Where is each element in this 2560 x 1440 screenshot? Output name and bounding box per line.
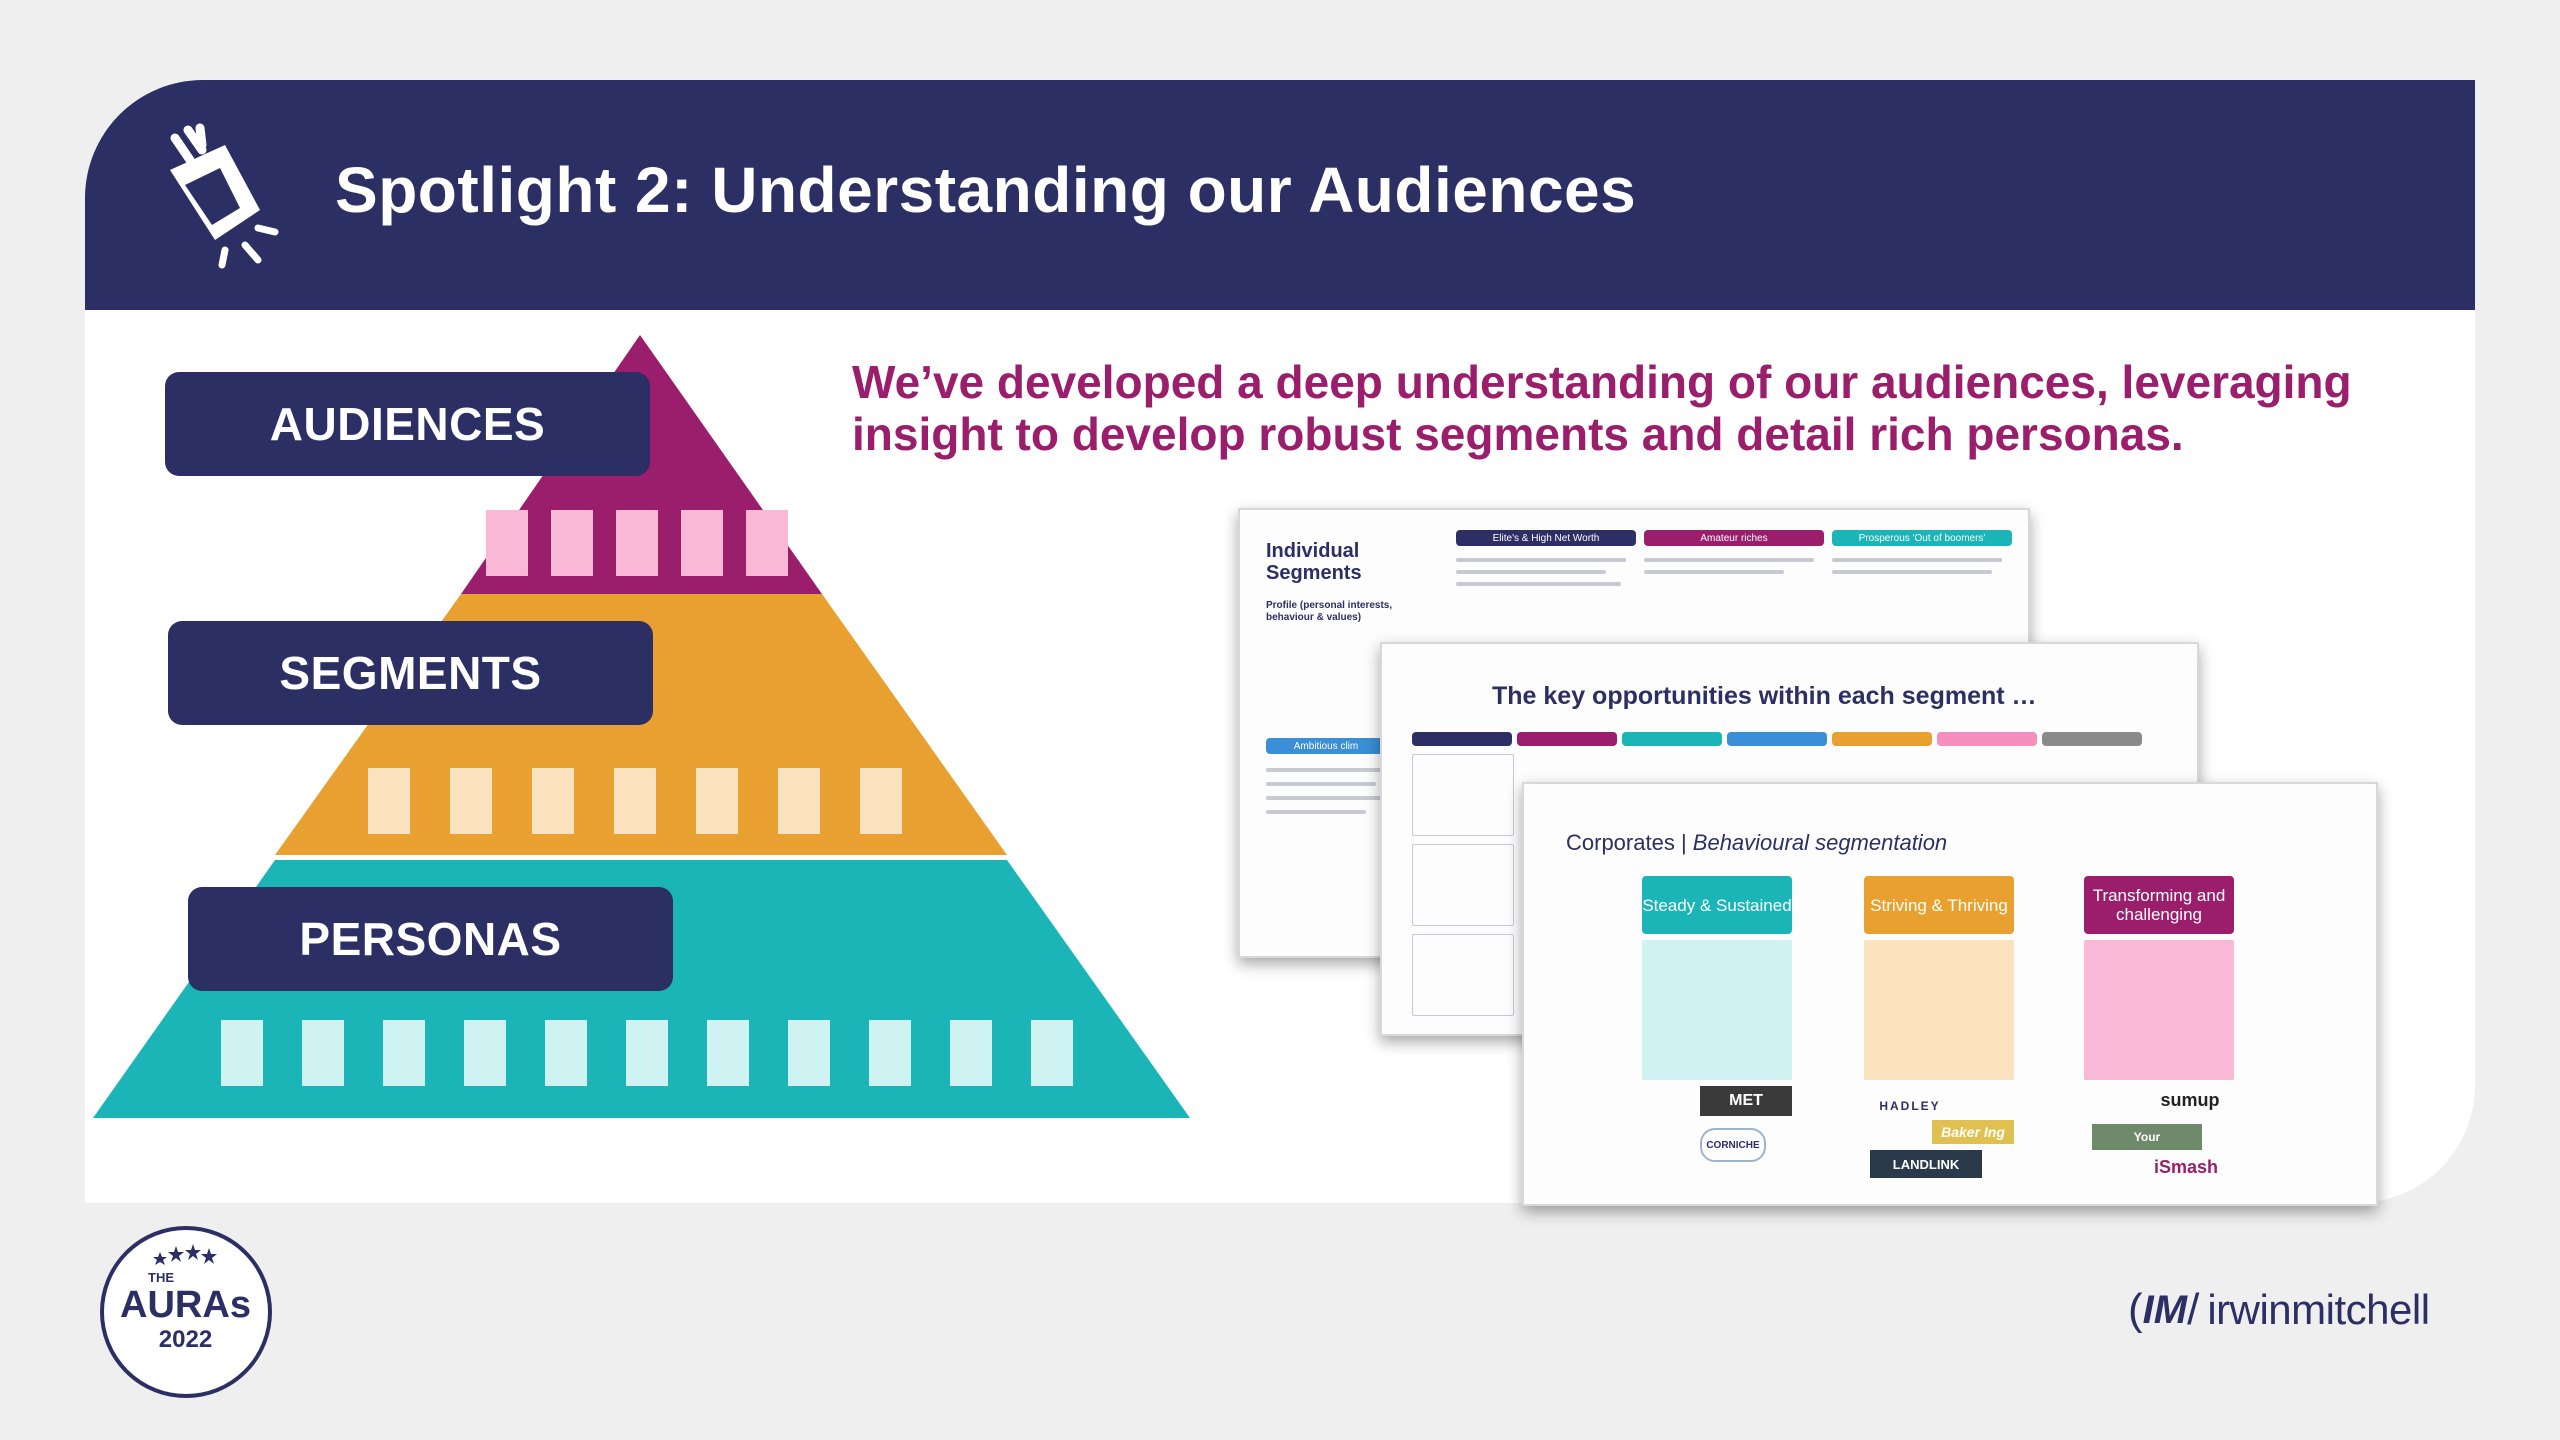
- tier-label-segments: SEGMENTS: [168, 621, 653, 725]
- segment-block: [532, 768, 574, 834]
- persona-block: [626, 1020, 668, 1086]
- segment-striving-thriving: Striving & Thriving: [1864, 876, 2014, 934]
- persona-block: [869, 1020, 911, 1086]
- spotlight-icon: [170, 123, 279, 269]
- side-header-ambitious: Ambitious clim: [1266, 738, 1386, 754]
- segment-steady-sustained: Steady & Sustained: [1642, 876, 1792, 934]
- persona-block: [1031, 1020, 1073, 1086]
- segment-transforming: Transforming and challenging: [2084, 876, 2234, 934]
- badge-name: AURAs: [120, 1284, 251, 1326]
- audience-block: [746, 510, 788, 576]
- logo-met: MET: [1700, 1086, 1792, 1116]
- col-header-prosperous: Prosperous 'Out of boomers': [1832, 530, 2012, 546]
- persona-block: [464, 1020, 506, 1086]
- im-mark: IM: [2142, 1287, 2188, 1332]
- logo-your: Your: [2092, 1124, 2202, 1150]
- logo-sumup: sumup: [2160, 1089, 2220, 1110]
- logo-baker-ing: Baker Ing: [1932, 1120, 2014, 1144]
- persona-block: [302, 1020, 344, 1086]
- segment-block: [368, 768, 410, 834]
- page-title: Spotlight 2: Understanding our Audiences: [335, 154, 1637, 226]
- headline-text: We’ve developed a deep understanding of …: [852, 356, 2352, 460]
- persona-block: [950, 1020, 992, 1086]
- auras-badge-icon: [100, 1226, 272, 1398]
- audience-block: [551, 510, 593, 576]
- logo-ismash: iSmash: [2153, 1156, 2219, 1177]
- segment-block: [614, 768, 656, 834]
- badge-the: THE: [148, 1270, 174, 1285]
- thumbnail-corporates-segmentation: Corporates | Behavioural segmentation St…: [1522, 782, 2378, 1206]
- audience-block: [486, 510, 528, 576]
- segment-steady-body: [1642, 940, 1792, 1080]
- thumb-title-line2: Segments: [1266, 562, 1362, 584]
- thumb-title-line1: Individual: [1266, 540, 1360, 562]
- col-header-elites: Elite's & High Net Worth: [1456, 530, 1636, 546]
- im-wordmark: irwinmitchell: [2207, 1286, 2430, 1333]
- badge-year: 2022: [158, 1326, 213, 1353]
- logo-corniche: CORNICHE: [1700, 1128, 1766, 1162]
- col-header-amateur: Amateur riches: [1644, 530, 1824, 546]
- title-banner: Spotlight 2: Understanding our Audiences: [85, 80, 2475, 310]
- segment-block: [450, 768, 492, 834]
- thumb-middle-title: The key opportunities within each segmen…: [1492, 682, 2037, 710]
- thumb-subtitle: Profile (personal interests, behaviour &…: [1266, 600, 1393, 623]
- persona-block: [788, 1020, 830, 1086]
- persona-block: [545, 1020, 587, 1086]
- segment-block: [696, 768, 738, 834]
- thumb-front-title-italic: Behavioural segmentation: [1692, 830, 1948, 855]
- segment-striving-body: [1864, 940, 2014, 1080]
- segment-transforming-body: [2084, 940, 2234, 1080]
- segment-block: [860, 768, 902, 834]
- persona-block: [383, 1020, 425, 1086]
- persona-block: [221, 1020, 263, 1086]
- thumb-front-title-bold: Corporates |: [1566, 830, 1693, 855]
- irwin-mitchell-logo: ( IM / irwinmitchell: [2128, 1285, 2430, 1334]
- tier-label-audiences: AUDIENCES: [165, 372, 650, 476]
- audience-block: [681, 510, 723, 576]
- persona-block: [707, 1020, 749, 1086]
- thumb-front-title: Corporates | Behavioural segmentation: [1566, 830, 1947, 856]
- audience-block: [616, 510, 658, 576]
- logo-landlink: LANDLINK: [1870, 1150, 1982, 1178]
- segment-block: [778, 768, 820, 834]
- logo-hadley: HADLEY: [1879, 1099, 1941, 1113]
- tier-label-personas: PERSONAS: [188, 887, 673, 991]
